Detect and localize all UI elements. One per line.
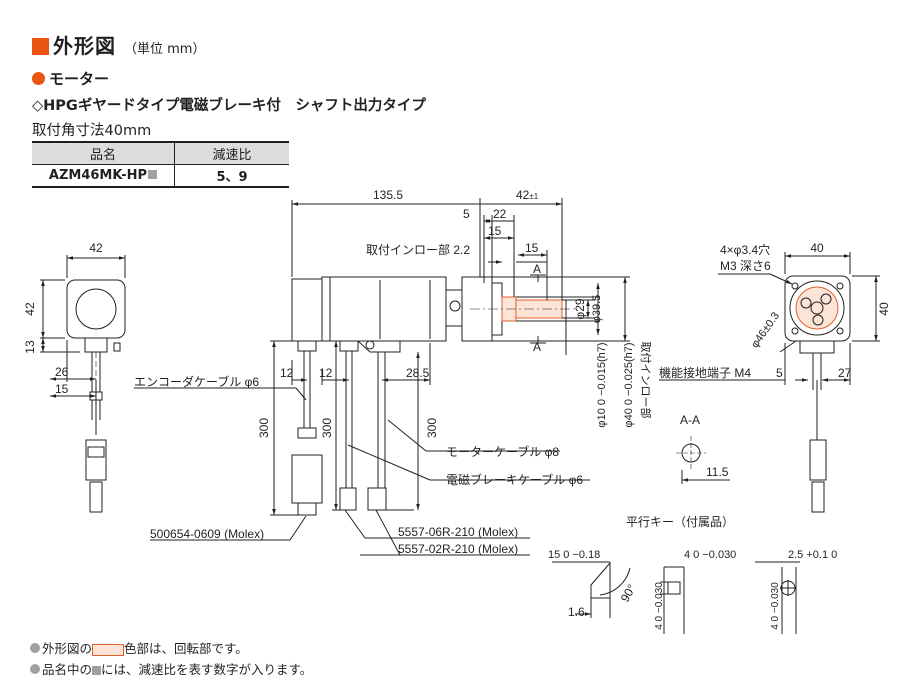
frame-size: 取付角寸法40mm: [32, 123, 152, 139]
thread-label: M3 深さ6: [720, 259, 771, 273]
flange-dim-5: 5: [776, 366, 783, 380]
pcd-label: φ46±0.3: [749, 310, 782, 350]
front-width-label: 42: [89, 241, 103, 255]
header: 外形図 （単位 mm） モーター ◇HPGギヤードタイプ電磁ブレーキ付 シャフト…: [0, 0, 906, 188]
dim-42-label: 42±1: [516, 188, 539, 202]
pilot-h7-label: φ40 0 −0.025(h7): [623, 342, 635, 427]
total-length-label: 135.5: [373, 188, 403, 202]
note-rotating: 外形図の色部は、回転部です。: [30, 638, 312, 659]
key-title: 平行キー（付属品）: [626, 515, 734, 529]
section-label: モーター: [49, 70, 110, 88]
dim-15b-label: 15: [525, 241, 539, 255]
dim-5-label: 5: [463, 207, 470, 221]
key-height2-label: 4 0 −0.030: [770, 582, 781, 630]
spec-col-name: 品名: [32, 141, 175, 165]
section-aa-dim: 11.5: [706, 465, 729, 479]
title-row: 外形図 （単位 mm）: [32, 30, 205, 59]
key-length-label: 15 0 −0.18: [548, 549, 600, 561]
front-bump-label: 13: [23, 340, 37, 354]
spec-ratio-cell: 5、9: [174, 164, 289, 188]
dim-22-label: 22: [493, 207, 507, 221]
section-a-top: A: [533, 262, 541, 276]
key-depth-label: 2.5 +0.1 0: [788, 549, 837, 561]
ground-terminal-label: 機能接地端子 M4: [659, 365, 751, 380]
parallel-key-views: [552, 561, 800, 634]
footnotes: 外形図の色部は、回転部です。 品名中のには、減速比を表す数字が入ります。: [30, 638, 312, 680]
motor-flange-view: [659, 252, 880, 513]
shaft-h7-label: φ10 0 −0.015(h7): [596, 342, 608, 427]
spec-model-cell: AZM46MK-HP: [32, 164, 175, 188]
section-heading: モーター: [32, 68, 109, 89]
dim-28-5-label: 28.5: [406, 366, 430, 380]
pilot-label: 取付インロー部 2.2: [366, 242, 470, 257]
unit-note: （単位 mm）: [124, 42, 206, 57]
mount-holes-label: 4×φ3.4穴: [720, 242, 770, 257]
front-cable-offset-15: 15: [55, 382, 69, 396]
flange-dia-label: φ39.5: [591, 295, 603, 324]
len-300a-label: 300: [257, 418, 271, 438]
front-cable-offset-26: 26: [55, 365, 69, 379]
dim-15a-label: 15: [488, 224, 502, 238]
placeholder-swatch-icon: [92, 666, 102, 675]
note-dot-icon: [30, 664, 40, 674]
motor-side-view: [134, 198, 630, 556]
spec-col-ratio: 減速比: [174, 141, 289, 165]
len-300c-label: 300: [425, 418, 439, 438]
motor-cable-label: モーターケーブル φ8: [446, 444, 559, 459]
ratio-placeholder-icon: [148, 170, 158, 179]
page-title: 外形図: [53, 34, 116, 58]
bullet-dot-icon: [32, 72, 45, 85]
flange-width-label: 40: [810, 241, 824, 255]
brake-cable-label: 電磁ブレーキケーブル φ6: [446, 472, 583, 487]
connector-3-label: 5557-02R-210 (Molex): [398, 542, 518, 556]
key-chamfer-label: 1.6: [568, 605, 585, 619]
cable-12a-label: 12: [280, 366, 294, 380]
connector-1-label: 500654-0609 (Molex): [150, 527, 264, 541]
section-aa-view: [676, 436, 730, 484]
flange-dim-27: 27: [838, 366, 852, 380]
key-height1-label: 4 0 −0.030: [654, 582, 665, 630]
len-300b-label: 300: [320, 418, 334, 438]
front-height-label: 42: [23, 302, 37, 316]
table-row: AZM46MK-HP 5、9: [32, 164, 289, 188]
key-width-label: 4 0 −0.030: [684, 549, 736, 561]
flange-height-label: 40: [877, 302, 891, 316]
title-square-icon: [32, 38, 49, 55]
motor-front-view: [40, 255, 126, 513]
product-type: ◇HPGギヤードタイプ電磁ブレーキ付 シャフト出力タイプ: [32, 98, 426, 114]
section-aa-label: A-A: [680, 413, 700, 427]
connector-2-label: 5557-06R-210 (Molex): [398, 525, 518, 539]
pilot-vertical-label: 取付インロー部: [639, 342, 653, 419]
cable-12b-label: 12: [319, 366, 333, 380]
section-a-bottom: A: [533, 340, 541, 354]
encoder-cable-label: エンコーダケーブル φ6: [134, 374, 259, 389]
note-model: 品名中のには、減速比を表す数字が入ります。: [30, 659, 312, 680]
spec-table: 品名 減速比 AZM46MK-HP 5、9: [32, 141, 289, 188]
note-dot-icon: [30, 643, 40, 653]
shaft-dia-label: φ29: [573, 298, 587, 319]
rotating-swatch-icon: [92, 643, 125, 656]
